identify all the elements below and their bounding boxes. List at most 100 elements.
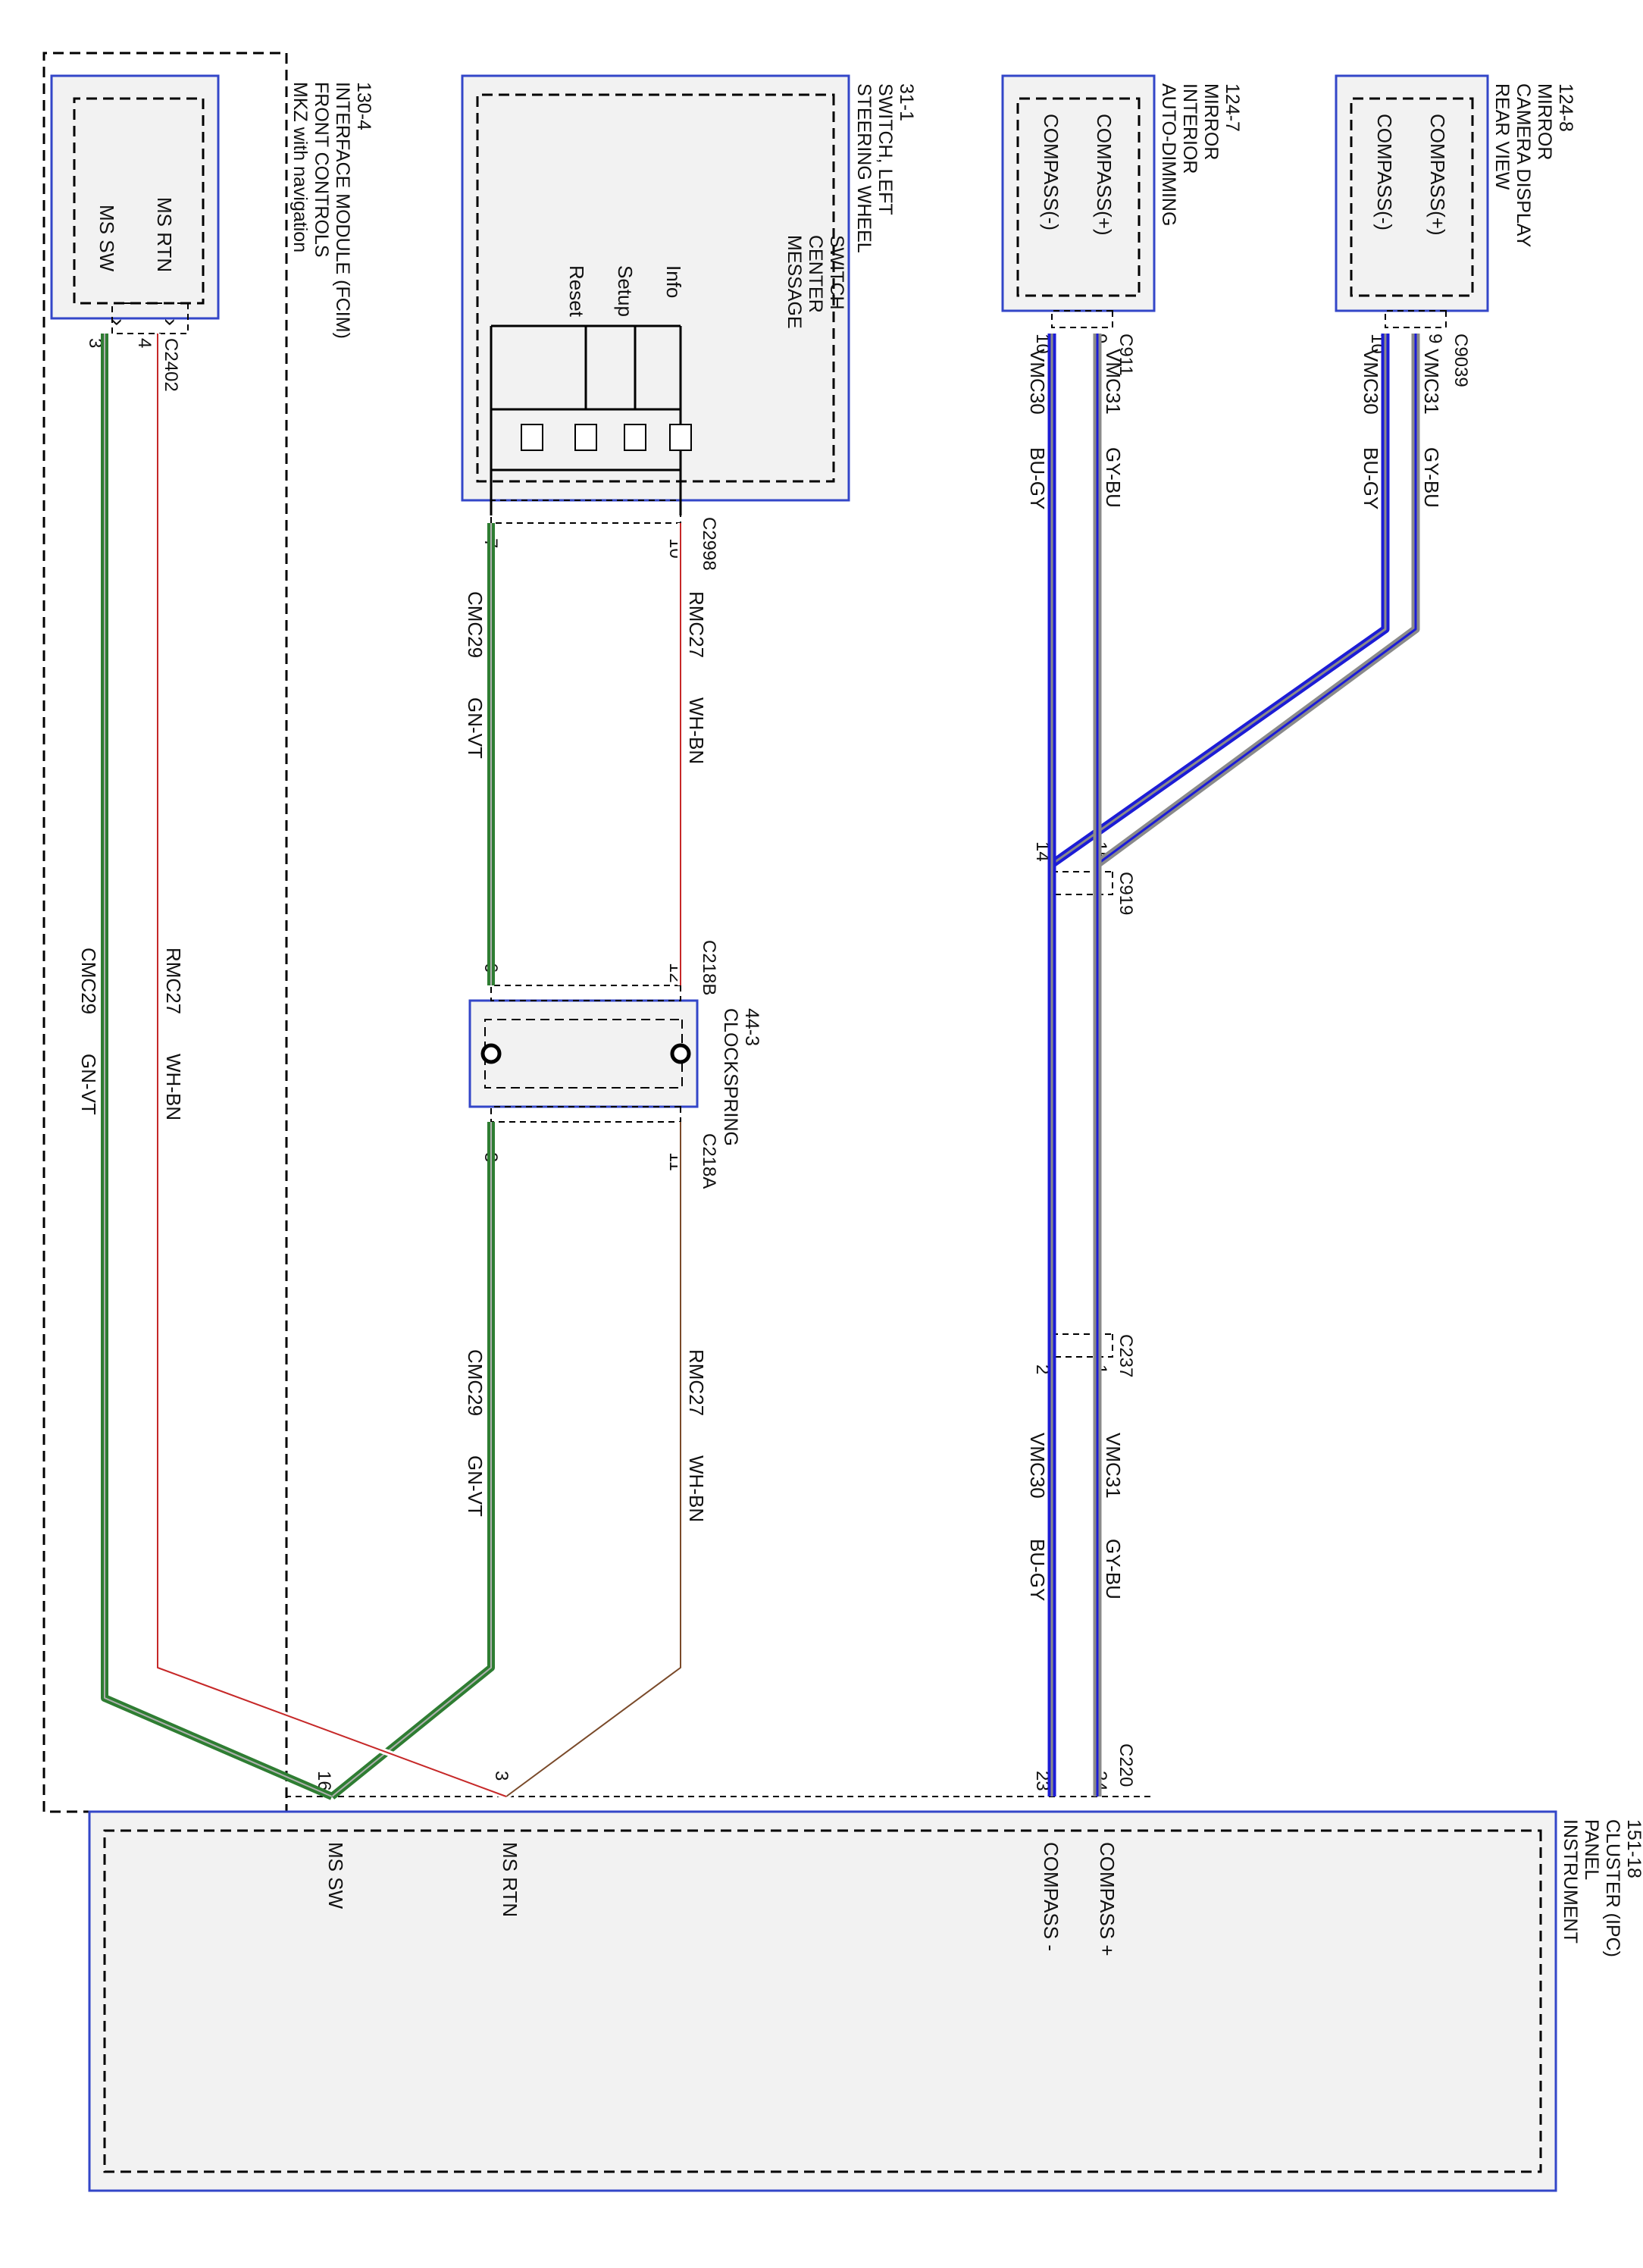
fcim-title-1: MKZ with navigation [289, 82, 311, 252]
clockspring-contact-2 [480, 1043, 502, 1064]
label-cmc29-fcim-color: GN-VT [77, 1054, 100, 1115]
c919-dashed [1051, 871, 1113, 895]
fcim-pin-name-msrtn: MS RTN [153, 197, 176, 272]
label-vmc30-lower-color: BU-GY [1026, 1539, 1049, 1601]
label-vmc30-mirror-color: BU-GY [1026, 447, 1049, 509]
ipc-title-1: INSTRUMENT [1560, 1819, 1581, 1944]
resistor-group [521, 424, 692, 451]
label-vmc31-camera-circuit: VMC31 [1420, 349, 1443, 415]
fcim-pin-4: 4 [134, 338, 155, 348]
label-vmc30-mirror-circuit: VMC30 [1026, 349, 1049, 415]
label-rmc27-lower-circuit: RMC27 [685, 1349, 708, 1416]
label-vmc31-lower-color: GY-BU [1102, 1539, 1125, 1599]
label-rmc27-upper-color: WH-BN [685, 697, 708, 764]
ipc-pin-name-compass-plus: COMPASS + [1096, 1842, 1119, 1956]
label-cmc29-lower-color: GN-VT [464, 1455, 487, 1517]
mirror-box [1001, 74, 1156, 312]
ipc-pin-name-compass-minus: COMPASS - [1040, 1842, 1062, 1951]
fcim-terminal-arrow-3: › [105, 318, 130, 326]
label-vmc30-lower-circuit: VMC30 [1026, 1433, 1049, 1499]
wire-cmc29-fcim-stripe [104, 334, 333, 1797]
clockspring-connector-top: C218B [699, 940, 719, 995]
switch-ladder [490, 324, 682, 515]
label-rmc27-upper-circuit: RMC27 [685, 591, 708, 658]
camera-title-2: CAMERA DISPLAY [1513, 83, 1534, 248]
clockspring-connector-bottom: C218A [699, 1133, 719, 1189]
label-cmc29-upper-circuit: CMC29 [464, 591, 487, 658]
wire-group [101, 334, 1420, 1800]
camera-connector-dashed [1385, 310, 1447, 328]
ipc-module: INSTRUMENT PANEL CLUSTER (IPC) 151-18 CO… [88, 1743, 1643, 2192]
mirror-title-2: INTERIOR [1179, 83, 1200, 174]
mirror-title-1: AUTO-DIMMING [1158, 83, 1179, 226]
switch-label-setup: Setup [614, 265, 637, 317]
label-rmc27-fcim-color: WH-BN [162, 1054, 185, 1120]
clockspring-box [468, 999, 699, 1108]
fcim-box [50, 74, 220, 320]
wire-vmc30-camera-stripe [1051, 334, 1387, 866]
label-vmc30-camera-circuit: VMC30 [1360, 349, 1382, 415]
mirror-title-3: MIRROR [1200, 83, 1222, 160]
steering-switch-box [461, 74, 850, 502]
mirror-connector-label: C911 [1116, 334, 1136, 376]
ipc-title-2: PANEL [1581, 1819, 1602, 1880]
fcim-terminal-arrow-4: › [158, 318, 183, 326]
steering-inner-3: SWITCH [826, 235, 847, 310]
fcim-title-4: 130-4 [353, 82, 374, 130]
mirror-pin-name-plus: COMPASS(+) [1093, 114, 1116, 236]
camera-pin-name-plus: COMPASS(+) [1426, 114, 1449, 236]
ipc-title-4: 151-18 [1623, 1819, 1643, 1878]
clockspring-module: CLOCKSPRING 44-3 C218B 12 6 C218A 11 3 [468, 940, 762, 1189]
wire-labels: VMC31 GY-BU VMC30 BU-GY VMC31 GY-BU VMC3… [77, 349, 1443, 1601]
wire-rmc27-fcim-stripe [157, 334, 507, 1797]
steering-title-3: 31-1 [896, 83, 917, 121]
ipc-inner-dashed [103, 1829, 1542, 2173]
clockspring-top-connector [490, 985, 681, 1001]
label-vmc31-lower-circuit: VMC31 [1102, 1433, 1125, 1499]
steering-title-1: STEERING WHEEL [853, 83, 875, 253]
steering-connector-label: C2998 [699, 517, 719, 571]
c919-label: C919 [1116, 872, 1136, 915]
steering-switch-inner-dashed [476, 93, 835, 483]
ipc-title-3: CLUSTER (IPC) [1602, 1819, 1623, 1957]
label-cmc29-lower-circuit: CMC29 [464, 1349, 487, 1416]
camera-box [1335, 74, 1489, 312]
label-vmc31-camera-color: GY-BU [1420, 447, 1443, 508]
label-cmc29-fcim-circuit: CMC29 [77, 948, 100, 1014]
fcim-connector-label: C2402 [161, 338, 181, 392]
label-vmc31-mirror-circuit: VMC31 [1102, 349, 1125, 415]
mirror-pin-name-minus: COMPASS(-) [1040, 114, 1062, 230]
camera-title-3: MIRROR [1534, 83, 1555, 160]
steering-switch-module: STEERING WHEEL SWITCH, LEFT 31-1 MESSAGE… [461, 74, 917, 571]
camera-module: REAR VIEW CAMERA DISPLAY MIRROR 124-8 CO… [1335, 74, 1576, 387]
fcim-connector-dashed [111, 302, 189, 334]
fcim-title-3: INTERFACE MODULE (FCIM) [332, 82, 353, 339]
camera-inner-dashed [1350, 97, 1474, 297]
c237-dashed [1051, 1333, 1113, 1358]
steering-title-2: SWITCH, LEFT [875, 83, 896, 215]
ipc-pin-name-mssw: MS SW [324, 1842, 347, 1909]
fcim-pin-name-mssw: MS SW [95, 205, 118, 272]
clockspring-title-1: CLOCKSPRING [720, 1008, 741, 1146]
steering-inner-1: MESSAGE [784, 235, 805, 329]
label-vmc30-camera-color: BU-GY [1360, 447, 1382, 509]
steering-inner-2: CENTER [805, 235, 826, 313]
steering-connector-dashed [490, 500, 681, 524]
c237-pin-2: 2 [1032, 1364, 1053, 1374]
label-rmc27-fcim-circuit: RMC27 [162, 948, 185, 1014]
switch-label-reset: Reset [565, 265, 588, 318]
label-cmc29-upper-color: GN-VT [464, 697, 487, 759]
mirror-inner-dashed [1016, 97, 1141, 297]
camera-pin-name-minus: COMPASS(-) [1373, 114, 1396, 230]
clockspring-title-2: 44-3 [741, 1008, 762, 1046]
wire-rmc27-lower-stripe [505, 1122, 681, 1797]
label-vmc31-mirror-color: GY-BU [1102, 447, 1125, 508]
mirror-connector-dashed [1051, 310, 1113, 328]
switch-label-info: Info [662, 265, 685, 298]
camera-title-4: 124-8 [1555, 83, 1576, 132]
ipc-pin-3: 3 [491, 1771, 512, 1781]
ipc-pin-name-msrtn: MS RTN [499, 1842, 521, 1917]
ipc-box [88, 1810, 1557, 2192]
clockspring-bottom-connector [490, 1106, 681, 1123]
